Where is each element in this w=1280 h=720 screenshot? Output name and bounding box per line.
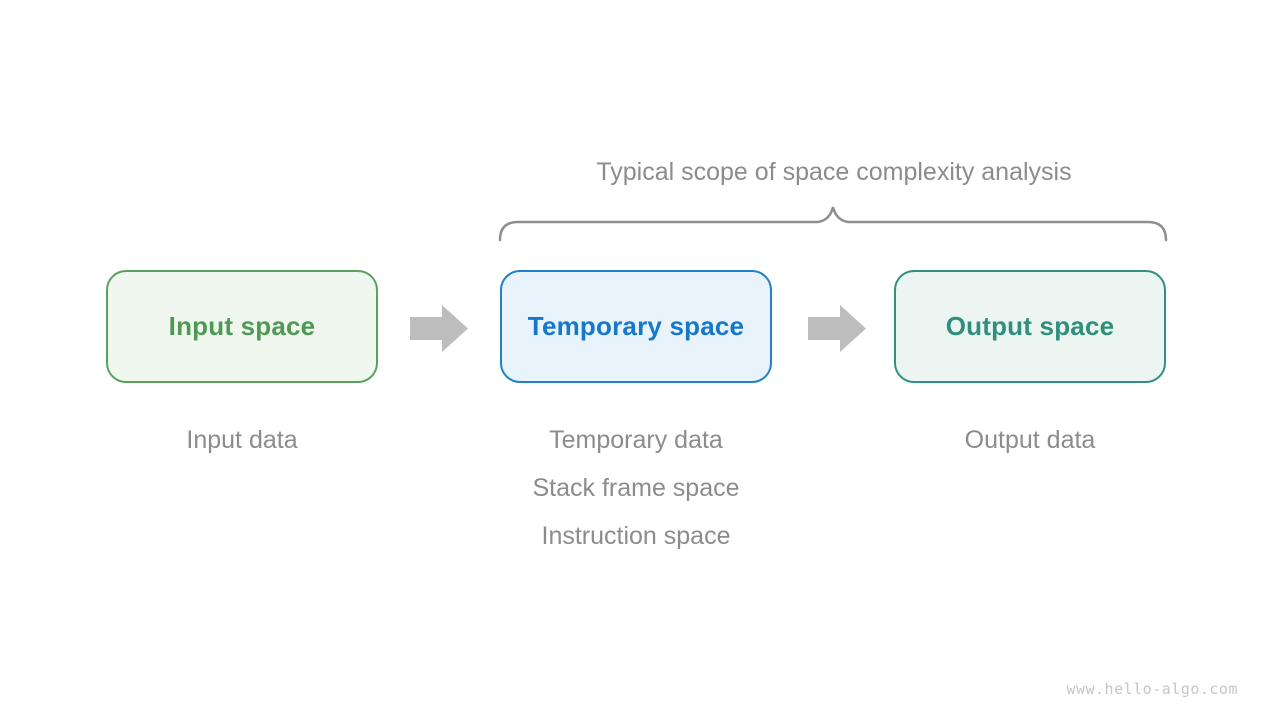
watermark: www.hello-algo.com [1066, 680, 1238, 698]
output-space-notes: Output data [894, 416, 1166, 464]
arrow-right-icon [808, 305, 866, 352]
note-line: Output data [964, 426, 1096, 454]
box-input-space: Input space [106, 270, 378, 383]
temporary-space-notes: Temporary data Stack frame space Instruc… [500, 416, 772, 560]
note-line: Temporary data [549, 426, 723, 454]
box-input-space-label: Input space [168, 311, 316, 341]
box-temporary-space-label: Temporary space [527, 311, 745, 341]
note-line: Stack frame space [532, 474, 740, 502]
brace-icon [498, 206, 1168, 242]
arrow-right-icon [410, 305, 468, 352]
brace-path [498, 206, 1168, 242]
box-output-space-label: Output space [945, 311, 1115, 341]
note-line: Instruction space [541, 522, 731, 550]
box-output-space: Output space [894, 270, 1166, 383]
note-line: Input data [186, 426, 298, 454]
box-temporary-space: Temporary space [500, 270, 772, 383]
input-space-notes: Input data [106, 416, 378, 464]
diagram-title: Typical scope of space complexity analys… [596, 158, 1072, 186]
